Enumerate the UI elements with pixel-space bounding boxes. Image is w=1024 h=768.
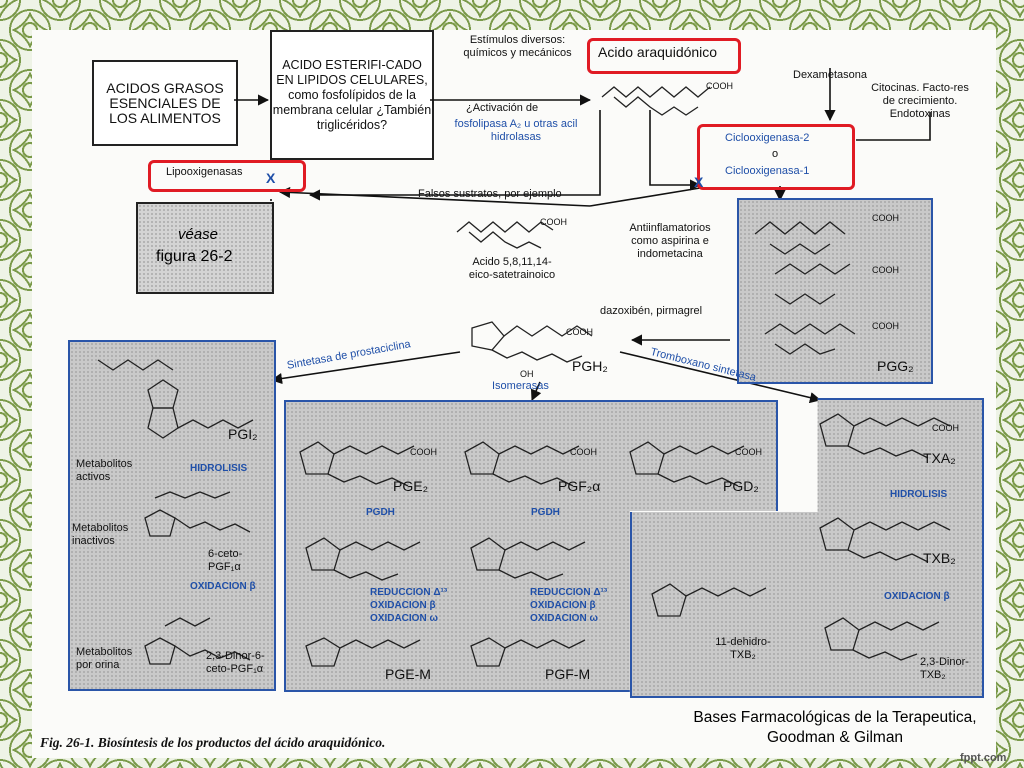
pgf-reduccion: REDUCCION Δ¹³ [530,587,608,598]
pgh2-cooh-label: COOH [566,327,593,337]
ciclooxigenasa-1-label: Ciclooxigenasa-1 [725,165,810,177]
ciclooxigenasa-block-mark: X [694,174,704,190]
six-keto-label: 6-ceto-PGF₁α [208,548,243,573]
six-keto-pgf-structure [144,491,251,537]
o-label: o [772,148,779,160]
figure-caption: Fig. 26-1. Biosíntesis de los productos … [40,735,386,750]
metabolitos-activos-label: Metabolitos activos [76,458,133,483]
pgf-pgdh-label: PGDH [531,507,560,518]
fosfolipasa-label: fosfolipasa A₂ u otras acil hidrolasas [454,118,578,143]
pge-oxidacion-beta: OXIDACION β [370,600,436,611]
vease-figura-box: véase figura 26-2 [136,202,274,294]
pgf-reduction-steps: REDUCCION Δ¹³ OXIDACION β OXIDACION ω [530,586,607,625]
pgd2-structure [629,441,745,487]
pgh2-structure [471,321,593,363]
txa2-structure [819,413,951,459]
pgf-m-structure [470,637,586,667]
pge-reduction-steps: REDUCCION Δ¹³ OXIDACION β OXIDACION ω [370,586,447,625]
pge2-label: PGE₂ [393,478,428,494]
txa2-label: TXA₂ [923,450,956,466]
lipooxigenasas-highlight [148,160,306,192]
pgf2a-structure [464,441,580,487]
txb2-structure [819,517,951,563]
pgf-oxidacion-beta: OXIDACION β [530,600,596,611]
pgg2-cooh-3: COOH [872,321,899,331]
ciclooxigenasa-2-label: Ciclooxigenasa-2 [725,132,810,144]
pgg2-label: PGG₂ [877,358,914,374]
pge-reduccion: REDUCCION Δ¹³ [370,587,448,598]
txb2-label: TXB₂ [923,550,956,566]
dinor-txb2-label: 2,3-Dinor-TXB₂ [920,656,969,681]
pgd2-label: PGD₂ [723,478,759,494]
pgi2-panel [68,340,276,691]
dinor-keto-label: 2,3-Dinor-6-ceto-PGF₁α [206,650,265,675]
pgi2-structure [97,359,254,439]
pge-pgdh-label: PGDH [366,507,395,518]
dexametasona-label: Dexametasona [793,69,867,81]
falsos-sustratos-label: Falsos sustratos, por ejemplo [418,188,562,200]
metabolitos-orina-label: Metabolitos por orina [76,646,133,671]
vease-text: véase [178,226,219,243]
estimulos-label: Estímulos diversos: químicos y mecánicos [463,34,572,59]
pge-m-label: PGE-M [385,666,431,682]
pge2-structure [299,441,415,487]
acido-araquidonico-highlight [587,38,741,74]
ai-cooh-label: COOH [540,217,567,227]
isomerasas-label: Isomerasas [492,380,549,392]
pge-m-structure [305,637,421,667]
pgf2a-label: PGF₂α [558,478,601,494]
acidos-grasos-box: ACIDOS GRASOS ESENCIALES DE LOS ALIMENTO… [92,60,238,146]
aa-cooh-label: COOH [706,81,733,91]
dazoxiben-label: dazoxibén, pirmagrel [600,305,703,317]
pgg2-panel [737,198,933,384]
txa2-cooh: COOH [932,423,959,433]
pgf-oxidacion-omega: OXIDACION ω [530,613,598,624]
pge-metabolite-structure [305,537,421,581]
lipooxigenasas-label: Lipooxigenasas [166,166,243,178]
watermark: fppt.com [960,752,1007,764]
dehydro-txb2-structure [651,583,767,617]
ciclooxigenasa-highlight [697,124,855,190]
tx-oxidacion-label: OXIDACION β [884,591,950,602]
pgg2-cooh-1: COOH [872,213,899,223]
pgi2-oxidacion-label: OXIDACION β [190,581,256,592]
pgi2-label: PGI₂ [228,426,258,442]
pgg2-cooh-2: COOH [872,265,899,275]
acido-eicosatetrainoico-label: Acido 5,8,11,14-eico-satetrainoico [468,256,556,281]
antiinflamatorios-label: Antiinflamatorios como aspirina e indome… [629,222,711,260]
pgh2-oh-label: OH [520,369,534,379]
pgh2-label: PGH₂ [572,358,608,374]
dehydro-txb2-label: 11-dehidro-TXB₂ [715,636,771,661]
eicosatetraynoic-acid-structure [456,221,554,249]
tx-hidrolisis-label: HIDROLISIS [890,489,948,500]
acido-esterificado-box: ACIDO ESTERIFI-CADO EN LIPIDOS CELULARES… [270,30,434,160]
acido-araquidonico-label: Acido araquidónico [598,44,718,60]
pgf2a-cooh: COOH [570,447,597,457]
pgg2-structure [754,221,856,355]
credit-text: Bases Farmacológicas de la Terapeutica, … [693,709,977,746]
lipooxigenasa-block-mark: X [266,170,276,186]
pgd2-cooh: COOH [735,447,762,457]
pgf-m-label: PGF-M [545,666,591,682]
arachidonic-acid-structure [601,86,711,116]
figura-text: figura 26-2 [156,248,233,265]
pge2-cooh: COOH [410,447,437,457]
pgf-metabolite-structure [470,537,586,581]
pgi2-hidrolisis-label: HIDROLISIS [190,463,248,474]
activacion-prefix-label: ¿Activación de [466,102,539,114]
pge-oxidacion-omega: OXIDACION ω [370,613,438,624]
dinor-keto-structure [144,617,251,665]
metabolitos-inactivos-label: Metabolitos inactivos [72,522,129,547]
citocinas-label: Citocinas. Facto-res de crecimiento. End… [871,82,969,120]
dinor-txb2-structure [824,617,940,661]
